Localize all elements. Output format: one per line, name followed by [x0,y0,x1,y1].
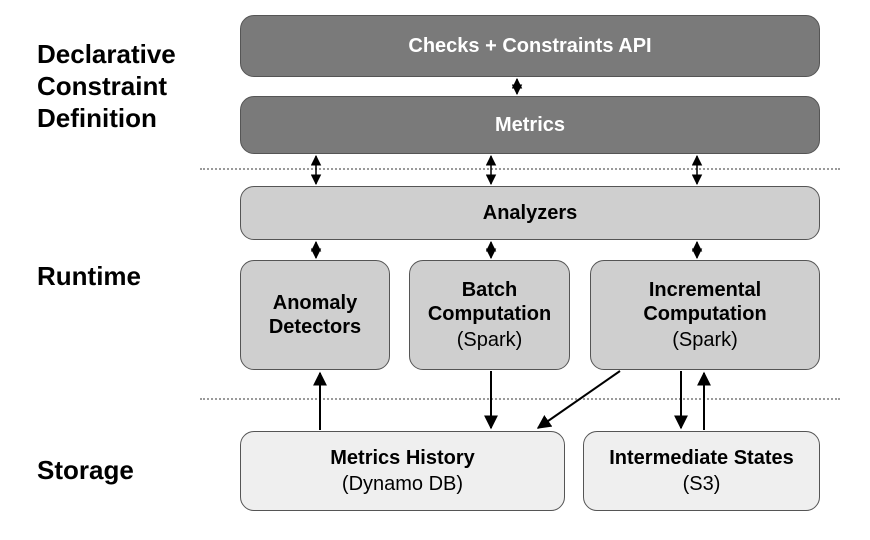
intermediate-states-subtitle: (S3) [682,473,721,495]
metrics-box: Metrics [240,96,820,154]
checks-constraints-title: Checks + Constraints API [408,35,652,57]
incremental-computation-box: Incremental Computation (Spark) [590,260,820,370]
layer-label-runtime: Runtime [37,261,141,291]
checks-constraints-box: Checks + Constraints API [240,15,820,77]
separator-top [200,168,840,170]
analyzers-box: Analyzers [240,186,820,240]
layer-label-declarative: Declarative Constraint Definition [37,39,176,133]
metrics-history-title: Metrics History [330,447,475,469]
analyzers-title: Analyzers [482,202,578,224]
separator-bottom [200,398,840,400]
anomaly-detectors-box: Anomaly Detectors [240,260,390,370]
metrics-title: Metrics [494,114,566,136]
metrics-history-subtitle: (Dynamo DB) [341,473,464,495]
layer-label-storage: Storage [37,455,134,485]
metrics-history-box: Metrics History (Dynamo DB) [240,431,565,511]
intermediate-states-box: Intermediate States (S3) [583,431,820,511]
anomaly-detectors-title: Anomaly Detectors [268,292,362,338]
incremental-computation-title: Incremental Computation [643,279,767,325]
intermediate-states-title: Intermediate States [609,447,794,469]
batch-computation-subtitle: (Spark) [456,329,523,351]
batch-computation-box: Batch Computation (Spark) [409,260,570,370]
batch-computation-title: Batch Computation [427,279,552,325]
incremental-computation-subtitle: (Spark) [672,329,738,351]
